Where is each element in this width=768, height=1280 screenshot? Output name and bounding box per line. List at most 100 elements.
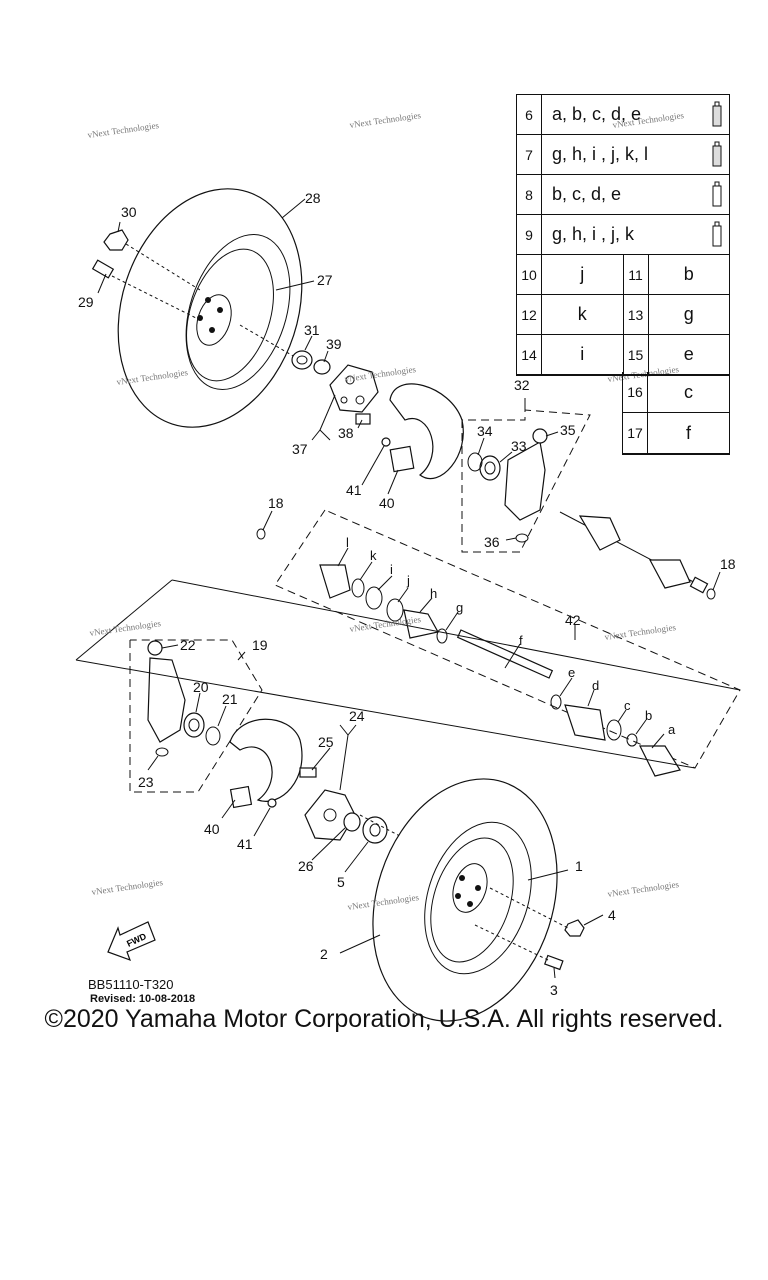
clamp-i (365, 586, 383, 610)
callout-37: 37 (292, 441, 308, 457)
legend-num: 13 (624, 295, 649, 334)
legend-parts: b (683, 264, 694, 284)
callout-34: 34 (477, 423, 493, 439)
clamp-b (626, 733, 638, 747)
letter-e: e (568, 665, 575, 680)
legend-parts: f (685, 422, 691, 443)
fwd-arrow-icon: FWD (107, 921, 156, 962)
watermark-12: vNext Technologies (607, 879, 680, 899)
clamp-c (606, 719, 622, 741)
clamp-g (436, 628, 448, 644)
hub-nut-5 (362, 816, 388, 844)
letter-l: l (346, 535, 349, 550)
legend-row-6: 6 a, b, c, d, e (517, 95, 729, 135)
lug-nut-30 (103, 229, 129, 251)
letter-callouts: a b c d e f g h j i k l (346, 535, 676, 737)
callout-36: 36 (484, 534, 500, 550)
clamp-j (386, 598, 404, 622)
stud-29 (91, 259, 115, 279)
legend-row-14-15: 14 i 15 e (517, 335, 729, 375)
ball-joint-35 (532, 428, 548, 444)
legend-row-16: 16 c (623, 372, 729, 413)
bolt-41-lower (267, 798, 277, 808)
watermark-9: vNext Technologies (604, 622, 677, 642)
bolt-25 (299, 767, 317, 778)
brake-disc-40-lower (229, 718, 303, 809)
callout-38: 38 (338, 425, 354, 441)
legend-num: 12 (517, 295, 542, 334)
leader-lines (75, 198, 741, 979)
callout-20: 20 (193, 679, 209, 695)
hub-nut-31 (291, 350, 313, 370)
callout-18-right: 18 (720, 556, 736, 572)
watermark-10: vNext Technologies (91, 877, 164, 897)
callout-28: 28 (305, 190, 321, 206)
circlip-18-right (706, 588, 716, 600)
legend-num: 16 (623, 372, 648, 412)
letter-d: d (592, 678, 599, 693)
letter-j: j (406, 573, 410, 588)
knuckle-19 (147, 657, 186, 743)
callout-33: 33 (511, 438, 527, 454)
legend-num: 6 (517, 95, 542, 134)
legend-num: 8 (517, 175, 542, 214)
callout-numbers: 1 2 3 4 5 18 18 19 20 21 22 23 24 25 26 … (78, 190, 736, 998)
callout-31: 31 (304, 322, 320, 338)
legend-row-8: 8 b, c, d, e (517, 175, 729, 215)
legend-num: 15 (624, 335, 649, 374)
ball-joint-22 (147, 640, 163, 656)
revision-date: Revised: 10-08-2018 (90, 993, 196, 1005)
legend-parts: j (580, 264, 585, 284)
shaft-f (456, 629, 554, 679)
callout-19: 19 (252, 637, 268, 653)
letter-a: a (668, 722, 676, 737)
watermark-2: vNext Technologies (349, 110, 422, 130)
lower-tire (372, 778, 558, 1022)
grease-tube-icon (712, 101, 722, 127)
legend-row-9: 9 g, h, i , j, k (517, 215, 729, 255)
legend-parts: a, b, c, d, e (552, 104, 642, 124)
callout-23: 23 (138, 774, 154, 790)
legend-row-10-11: 10 j 11 b (517, 255, 729, 295)
callout-3: 3 (550, 982, 558, 998)
letter-b: b (645, 708, 652, 723)
callout-27: 27 (317, 272, 333, 288)
lug-nut-4 (564, 919, 585, 937)
cv-joint-a (639, 745, 681, 777)
callout-21: 21 (222, 691, 238, 707)
legend-num: 11 (624, 255, 649, 294)
grease-tube-icon (712, 141, 722, 167)
bolt-41-upper (381, 437, 391, 447)
letter-g: g (456, 600, 463, 615)
legend-num: 14 (517, 335, 542, 374)
callout-1: 1 (575, 858, 583, 874)
legend-parts: i (580, 344, 585, 364)
upper-tire (117, 188, 303, 428)
legend-row-17: 17 f (623, 413, 729, 454)
brake-disc-40-upper (389, 383, 464, 480)
callout-5: 5 (337, 874, 345, 890)
legend-parts: c (684, 381, 693, 402)
legend-parts: g (683, 304, 694, 324)
letter-h: h (430, 586, 437, 601)
bearing-20 (183, 712, 205, 738)
watermark-1: vNext Technologies (87, 120, 160, 140)
callout-22: 22 (180, 637, 196, 653)
callout-2: 2 (320, 946, 328, 962)
legend-num: 9 (517, 215, 542, 254)
clamp-k (351, 578, 365, 598)
bolt-38 (355, 413, 371, 425)
callout-4: 4 (608, 907, 616, 923)
callout-35: 35 (560, 422, 576, 438)
legend-row-7: 7 g, h, i , j, k, l (517, 135, 729, 175)
legend-num: 10 (517, 255, 542, 294)
callout-42: 42 (565, 612, 581, 628)
callout-25: 25 (318, 734, 334, 750)
legend-parts: e (683, 344, 694, 364)
lubricant-legend-extension: 16 c 17 f (622, 372, 730, 455)
washer-26 (343, 812, 361, 832)
clip-36 (515, 533, 529, 543)
hub-37 (329, 364, 379, 413)
copyright-notice: ©2020 Yamaha Motor Corporation, U.S.A. A… (44, 1005, 724, 1033)
